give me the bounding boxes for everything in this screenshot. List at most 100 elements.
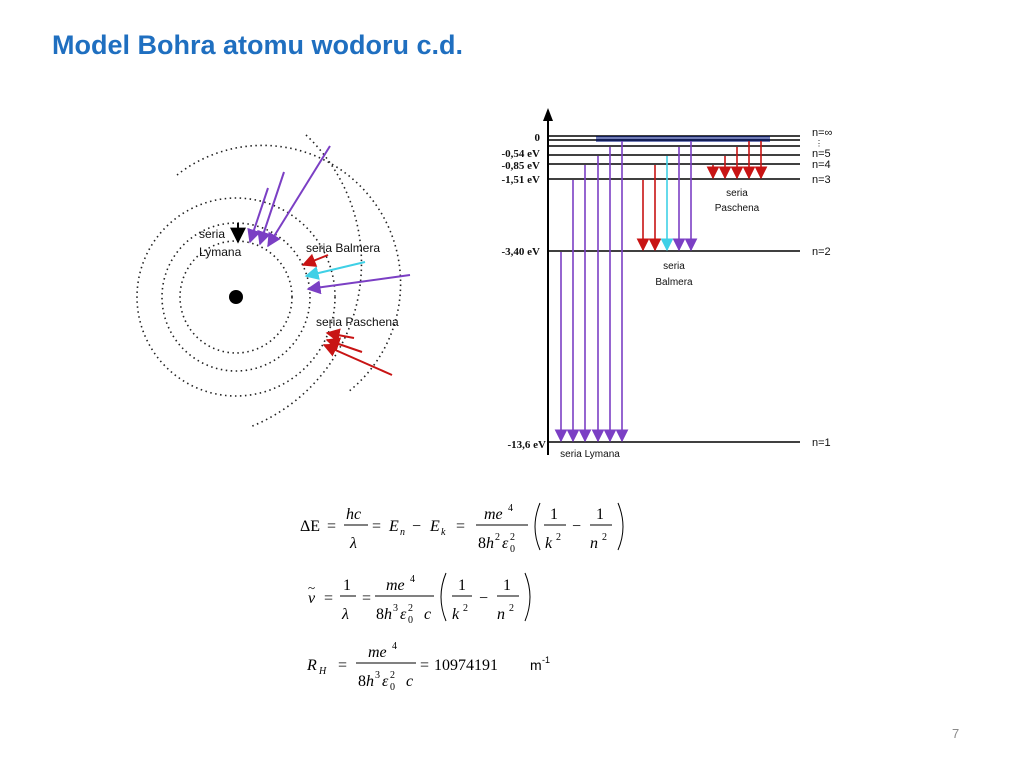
orbit-4 [176, 144, 402, 393]
n-label-inf: n=∞ [812, 127, 832, 139]
formula-delta-e: ΔE = hc λ = E n − E k = me 4 8 h 2 ε 2 0… [300, 502, 624, 555]
svg-text:1: 1 [458, 577, 466, 594]
svg-text:8: 8 [358, 673, 366, 690]
svg-text:=: = [338, 657, 347, 674]
svg-text:1: 1 [503, 577, 511, 594]
lyman-arrow-4 [267, 145, 331, 248]
svg-text:−: − [412, 518, 421, 535]
svg-text:k: k [441, 527, 446, 538]
orbit-2 [161, 222, 311, 372]
series-label-balmer-1: seria [663, 261, 685, 272]
n-label-1: n=1 [812, 437, 831, 449]
svg-text:k: k [545, 535, 553, 552]
svg-text:c: c [406, 673, 413, 690]
series-label-paschen-2: Paschena [715, 203, 760, 214]
orbit-label-lyman-2: Lymana [199, 245, 242, 259]
svg-text:1: 1 [343, 577, 351, 594]
svg-text:=: = [456, 518, 465, 535]
n-label-3: n=3 [812, 174, 831, 186]
svg-text:ΔE: ΔE [300, 518, 320, 535]
svg-text:2: 2 [602, 532, 607, 543]
formula-rydberg: R H = me 4 8 h 3 ε 2 0 c = 10974191 [306, 641, 498, 693]
balmer-arrow-3 [306, 274, 411, 295]
svg-text:1: 1 [550, 506, 558, 523]
svg-text:=: = [372, 518, 381, 535]
svg-text:4: 4 [410, 574, 415, 585]
n-label-2: n=2 [812, 246, 831, 258]
svg-text:=: = [362, 590, 371, 607]
svg-text:n: n [590, 535, 598, 552]
svg-text:−: − [479, 590, 488, 607]
energy-label-085: -0,85 eV [502, 160, 541, 172]
svg-text:ε: ε [502, 535, 509, 552]
svg-text:hc: hc [346, 506, 361, 523]
page-number: 7 [952, 726, 960, 741]
svg-text:8: 8 [376, 606, 384, 623]
svg-text:0: 0 [510, 544, 515, 555]
paschen-arrow-1 [325, 328, 355, 343]
n-label-dots: ⋮ [815, 139, 823, 148]
lyman-arrow-2 [247, 187, 269, 244]
svg-text:~: ~ [308, 580, 315, 595]
svg-text:3: 3 [375, 670, 380, 681]
orbit-3 [136, 197, 336, 397]
svg-text:n: n [400, 527, 405, 538]
svg-text:4: 4 [508, 503, 513, 514]
orbit-label-balmer: seria Balmera [306, 241, 380, 255]
svg-text:λ: λ [349, 535, 357, 552]
svg-text:E: E [429, 518, 440, 535]
svg-text:ε: ε [382, 673, 389, 690]
svg-text:=: = [327, 518, 336, 535]
svg-text:0: 0 [390, 682, 395, 693]
slide-title: Model Bohra atomu wodoru c.d. [52, 30, 463, 60]
series-label-balmer-2: Balmera [655, 277, 693, 288]
svg-text:=: = [324, 590, 333, 607]
orbit-1 [179, 240, 293, 354]
formula-wavenumber: ν ~ = 1 λ = me 4 8 h 3 ε 2 0 c 1 k 2 − 1… [308, 572, 531, 626]
svg-text:2: 2 [510, 532, 515, 543]
energy-label-0: 0 [535, 132, 541, 144]
orbit-label-lyman-1: seria [199, 227, 225, 241]
energy-label-054: -0,54 eV [502, 148, 541, 160]
svg-text:2: 2 [463, 603, 468, 614]
svg-text:c: c [424, 606, 431, 623]
rydberg-value: 10974191 [434, 657, 498, 674]
svg-text:me: me [368, 644, 387, 661]
svg-text:8: 8 [478, 535, 486, 552]
balmer-arrow-1 [301, 253, 329, 267]
series-label-lyman: seria Lymana [560, 449, 620, 460]
energy-axis-arrow [543, 108, 553, 121]
svg-text:n: n [497, 606, 505, 623]
svg-text:4: 4 [392, 641, 397, 652]
svg-text:−: − [572, 518, 581, 535]
svg-text:ε: ε [400, 606, 407, 623]
nucleus [229, 290, 243, 304]
orbit-label-paschen: seria Paschena [316, 315, 399, 329]
svg-text:2: 2 [408, 603, 413, 614]
svg-text:h: h [486, 535, 494, 552]
paschen-arrow-3 [322, 343, 393, 376]
svg-text:1: 1 [596, 506, 604, 523]
svg-text:h: h [384, 606, 392, 623]
svg-text:0: 0 [408, 615, 413, 626]
svg-text:λ: λ [341, 606, 349, 623]
series-label-paschen-1: seria [726, 188, 748, 199]
svg-text:2: 2 [495, 532, 500, 543]
svg-text:h: h [366, 673, 374, 690]
svg-text:2: 2 [390, 670, 395, 681]
svg-text:H: H [318, 666, 327, 677]
energy-label-151: -1,51 eV [502, 174, 541, 186]
svg-text:E: E [388, 518, 399, 535]
svg-text:R: R [306, 657, 317, 674]
rydberg-unit-exp: -1 [542, 655, 550, 665]
svg-text:me: me [386, 577, 405, 594]
svg-text:2: 2 [509, 603, 514, 614]
svg-text:ν: ν [308, 590, 316, 607]
svg-text:2: 2 [556, 532, 561, 543]
svg-text:3: 3 [393, 603, 398, 614]
svg-text:k: k [452, 606, 460, 623]
n-label-4: n=4 [812, 159, 831, 171]
